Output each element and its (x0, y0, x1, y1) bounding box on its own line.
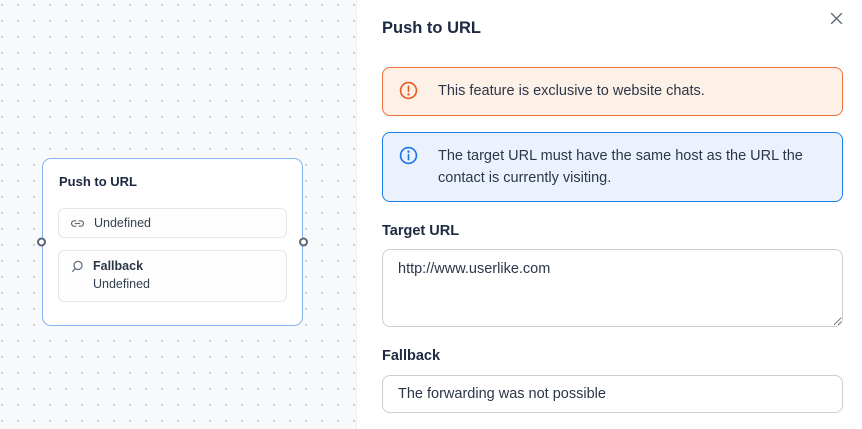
fallback-label: Fallback (382, 348, 441, 364)
node-item-target-url[interactable]: Undefined (58, 208, 287, 238)
fallback-input[interactable] (382, 375, 843, 413)
flow-canvas[interactable]: Push to URL Undefined (0, 0, 356, 429)
connector-handle-left[interactable] (37, 237, 46, 247)
warning-alert: This feature is exclusive to website cha… (382, 67, 843, 116)
node-item-label: Undefined (94, 216, 151, 230)
search-icon (71, 260, 84, 273)
info-alert: The target URL must have the same host a… (382, 132, 843, 202)
close-button[interactable] (825, 7, 847, 29)
link-icon (71, 217, 84, 230)
connector-handle-right[interactable] (299, 237, 308, 247)
node-item-fallback[interactable]: Fallback Undefined (58, 250, 287, 302)
settings-panel: Push to URL This feature is exclusive to… (356, 0, 862, 429)
node-item-title: Fallback (93, 259, 144, 273)
node-title: Push to URL (59, 174, 137, 189)
panel-title: Push to URL (382, 19, 481, 37)
info-circle-icon (399, 146, 418, 165)
warning-circle-icon (399, 81, 418, 100)
target-url-label: Target URL (382, 223, 460, 239)
warning-alert-text: This feature is exclusive to website cha… (438, 83, 705, 99)
push-to-url-node[interactable]: Push to URL Undefined (37, 158, 308, 326)
info-alert-text: The target URL must have the same host a… (438, 148, 803, 186)
node-item-sublabel: Undefined (93, 277, 150, 291)
target-url-input[interactable]: http://www.userlike.com (382, 249, 843, 327)
close-icon (829, 11, 844, 26)
